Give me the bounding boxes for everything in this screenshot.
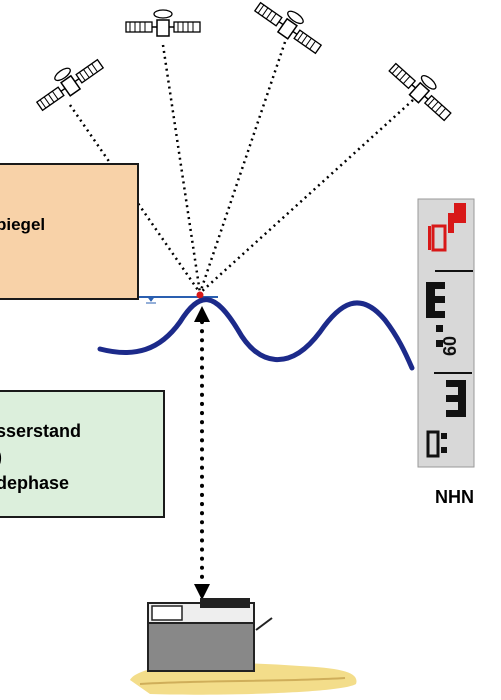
info-box-bottom-line-1: sserstand [0,421,82,441]
info-box-bottom: sserstand ) dephase [0,390,165,518]
nhn-label: NHN [435,487,474,507]
signal-line-2 [161,44,202,294]
arrow-up-icon [194,306,210,322]
info-box-bottom-line-2: ) [0,447,2,468]
staff-reading-09: 09 [439,336,459,356]
gps-receiver-device [130,598,357,695]
staff-gauge: 10 09 08 [417,198,475,468]
info-box-top-text: piegel [0,215,46,234]
satellite-icon [253,1,323,55]
water-level-marker-icon [146,296,156,304]
info-box-bottom-line-3: dephase [0,473,70,493]
info-box-top: piegel [0,163,139,300]
satellite-icon [125,9,201,37]
satellite-icon [388,62,452,122]
wave-curve [97,297,415,371]
receiver-point [196,291,204,299]
signal-line-3 [198,41,287,294]
arrow-down-icon [194,584,210,600]
satellite-icon [35,58,105,112]
